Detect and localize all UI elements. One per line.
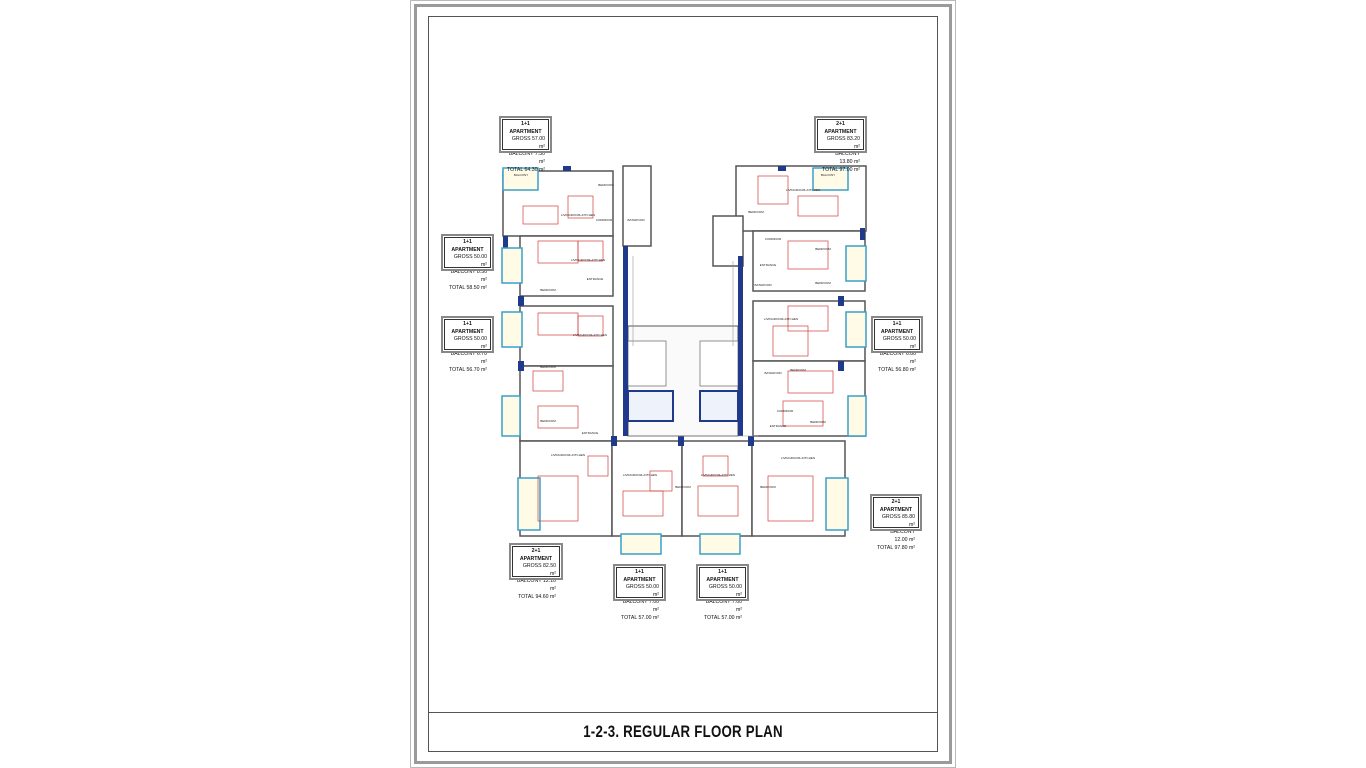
sheet-title: 1-2-3. REGULAR FLOOR PLAN: [583, 722, 783, 741]
apartment-total: TOTAL 58.50 m²: [449, 284, 487, 291]
apartment-type: 1+1 APARTMENT: [706, 569, 739, 583]
apartment-total: TOTAL 57.00 m²: [621, 614, 659, 621]
apartment-total: TOTAL 97.00 m²: [822, 166, 860, 173]
room-label-living-8: LIVINGROOM+KITCHEN: [786, 188, 820, 192]
room-label-bedroom: BEDROOM: [540, 288, 556, 292]
apartment-label-8: 1+1 APARTMENT GROSS 50.00 m² BALCONY 7.0…: [613, 564, 666, 621]
room-label-entrance-3: ENTRANCE: [760, 263, 777, 267]
apartment-type: 2+1 APARTMENT: [879, 499, 913, 513]
room-label-bedroom-10: BEDROOM: [675, 485, 691, 489]
apartment-total: TOTAL 64.30 m²: [507, 166, 545, 173]
apartment-gross: GROSS 85.80 m²: [881, 514, 915, 528]
room-label-entrance-4: ENTRANCE: [770, 424, 787, 428]
apartment-gross: GROSS 57.00 m²: [511, 136, 545, 150]
room-label-corridor-3: CORRIDOR: [777, 409, 794, 413]
furniture: [522, 175, 839, 522]
apartment-balcony: BALCONY 12.10 m²: [516, 578, 556, 592]
room-label-bedroom-5: BEDROOM: [748, 210, 764, 214]
apartment-type: 1+1 APARTMENT: [623, 569, 656, 583]
apartment-balcony: BALCONY 8.50 m²: [450, 269, 487, 283]
sheet-inner-frame: [428, 16, 938, 752]
core-shaft: [627, 325, 739, 437]
apartment-total: TOTAL 56.70 m²: [449, 366, 487, 373]
apartment-type: 2+1 APARTMENT: [519, 548, 553, 562]
apartment-total: TOTAL 94.60 m²: [518, 593, 556, 600]
room-label-bedroom-11: BEDROOM: [760, 485, 776, 489]
apartment-total: TOTAL 57.00 m²: [704, 614, 742, 621]
room-label-entrance-2: ENTRANCE: [582, 431, 599, 435]
apartment-label-1: 1+1 APARTMENT GROSS 57.00 m² BALCONY 7.3…: [499, 116, 552, 173]
apartment-label-3: 1+1 APARTMENT GROSS 50.00 m² BALCONY 8.5…: [441, 234, 494, 291]
room-label-balcony-2: BALCONY: [821, 173, 835, 177]
room-label-bathroom: BATHROOM: [627, 218, 645, 222]
apartment-total: TOTAL 56.80 m²: [878, 366, 916, 373]
title-band: [428, 712, 938, 752]
room-label-living-9: LIVINGROOM+KITCHEN: [764, 317, 798, 321]
room-label-living-4: LIVINGROOM+KITCHEN: [551, 453, 585, 457]
apartment-gross: GROSS 50.00 m²: [625, 584, 659, 598]
apartment-balcony: BALCONY 6.70 m²: [450, 351, 487, 365]
structural-columns: [503, 166, 865, 446]
room-label-corridor: CORRIDOR: [596, 218, 613, 222]
apartment-label-5: 1+1 APARTMENT GROSS 50.00 m² BALCONY 6.8…: [871, 316, 923, 373]
apartment-gross: GROSS 50.00 m²: [882, 336, 916, 350]
apartment-type: 2+1 APARTMENT: [824, 121, 857, 135]
room-label-bedroom-2: BEDROOM: [540, 365, 556, 369]
apartment-gross: GROSS 83.20 m²: [826, 136, 860, 150]
apartment-balcony: BALCONY 13.80 m²: [835, 151, 860, 165]
room-label-living-7: LIVINGROOM+KITCHEN: [781, 456, 815, 460]
room-label-entrance: ENTRANCE: [587, 277, 604, 281]
sheet-outer-frame: [414, 4, 952, 764]
room-label-living-2: LIVINGROOM+KITCHEN: [571, 258, 605, 262]
room-label-living-5: LIVINGROOM+KITCHEN: [623, 473, 657, 477]
room-label-living-6: LIVINGROOM+KITCHEN: [701, 473, 735, 477]
apartment-label-9: 1+1 APARTMENT GROSS 50.00 m² BALCONY 7.0…: [696, 564, 749, 621]
room-label-balcony: BALCONY: [514, 173, 528, 177]
apartment-label-6: 2+1 APARTMENT GROSS 85.80 m² BALCONY 12.…: [870, 494, 922, 551]
room-label-bedroom-3: BEDROOM: [540, 419, 556, 423]
apartment-type: 1+1 APARTMENT: [509, 121, 542, 135]
apartment-gross: GROSS 50.00 m²: [453, 336, 487, 350]
apartment-gross: GROSS 82.50 m²: [522, 563, 556, 577]
room-label-bathroom-3: BATHROOM: [764, 371, 782, 375]
apartment-balcony: BALCONY 7.00 m²: [705, 599, 742, 613]
room-label-bathroom-2: BATHROOM: [754, 283, 772, 287]
room-label-bedroom-7: BEDROOM: [815, 281, 831, 285]
floor-plan-drawing: LIVINGROOM+KITCHEN LIVINGROOM+KITCHEN LI…: [501, 165, 867, 555]
room-labels: LIVINGROOM+KITCHEN LIVINGROOM+KITCHEN LI…: [514, 173, 835, 489]
room-label-corridor-2: CORRIDOR: [765, 237, 782, 241]
apartment-type: 1+1 APARTMENT: [451, 321, 484, 335]
apartment-balcony: BALCONY 6.80 m²: [879, 351, 916, 365]
apartment-balcony: BALCONY 12.00 m²: [890, 529, 915, 543]
room-label-living: LIVINGROOM+KITCHEN: [561, 213, 595, 217]
corridor-guides: [628, 256, 758, 437]
room-label-bedroom-6: BEDROOM: [815, 247, 831, 251]
apartment-type: 1+1 APARTMENT: [880, 321, 914, 335]
room-label-bedroom-8: BEDROOM: [790, 368, 806, 372]
apartment-balcony: BALCONY 7.00 m²: [622, 599, 659, 613]
apartment-label-7: 2+1 APARTMENT GROSS 82.50 m² BALCONY 12.…: [509, 543, 563, 600]
apartment-label-4: 1+1 APARTMENT GROSS 50.00 m² BALCONY 6.7…: [441, 316, 494, 373]
apartment-balcony: BALCONY 7.30 m²: [508, 151, 545, 165]
balconies: [501, 167, 867, 555]
room-label-bedroom-9: BEDROOM: [810, 420, 826, 424]
apartment-gross: GROSS 50.00 m²: [453, 254, 487, 268]
apartment-label-2: 2+1 APARTMENT GROSS 83.20 m² BALCONY 13.…: [814, 116, 867, 173]
apartment-total: TOTAL 97.80 m²: [877, 544, 915, 551]
room-label-bedroom-4: BEDROOM: [598, 183, 614, 187]
apartment-type: 1+1 APARTMENT: [451, 239, 484, 253]
room-label-living-3: LIVINGROOM+KITCHEN: [573, 333, 607, 337]
apartment-gross: GROSS 50.00 m²: [708, 584, 742, 598]
